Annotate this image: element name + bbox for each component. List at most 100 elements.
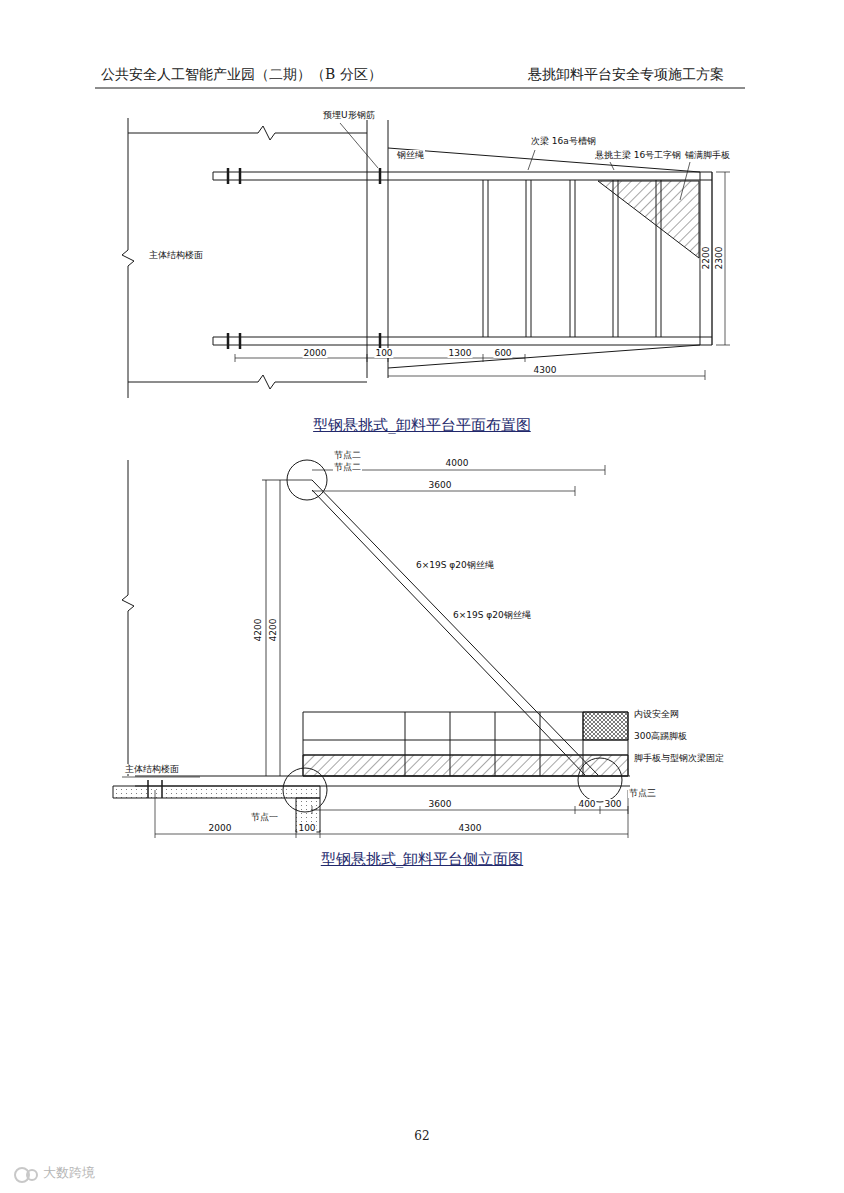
- safety-net: [583, 712, 628, 740]
- drawing-line: [155, 834, 628, 835]
- floor-slab: [113, 786, 320, 798]
- break-line: [122, 118, 134, 398]
- callout-label: 6×19S φ20钢丝绳: [452, 610, 532, 620]
- drawing-line: [618, 180, 619, 337]
- drawing-line: [610, 162, 614, 170]
- dimension: 2200: [701, 246, 711, 271]
- callout-label: 铺满脚手板: [684, 150, 731, 160]
- drawing-line: [213, 180, 712, 181]
- drawing-line: [340, 123, 378, 168]
- page-number: 62: [413, 1130, 430, 1144]
- callout-label: 主体结构楼面: [148, 250, 204, 260]
- dimension: 600: [493, 348, 512, 358]
- drawing-line: [312, 480, 598, 775]
- dimension: 4300: [533, 365, 558, 375]
- drawing-line: [483, 354, 484, 362]
- callout-label: 节点一: [250, 812, 279, 822]
- drawing-line: [235, 354, 236, 362]
- figure-caption: 型钢悬挑式_卸料平台平面布置图: [312, 417, 532, 434]
- node-circle: [283, 768, 327, 812]
- dimension: 100: [374, 348, 393, 358]
- drawing-line: [575, 806, 576, 814]
- callout-label: 悬挑主梁 16号工字钢: [594, 150, 682, 160]
- drawing-line: [712, 172, 713, 345]
- drawing-line: [312, 490, 585, 775]
- dimension: 2000: [303, 348, 328, 358]
- drawing-line: [570, 180, 571, 337]
- drawing-line: [213, 337, 712, 338]
- drawing-line: [227, 168, 230, 184]
- break-line: [128, 126, 367, 140]
- drawing-line: [712, 172, 713, 345]
- dimension: 3600: [428, 480, 453, 490]
- drawing-line: [379, 333, 382, 349]
- dimension: 100: [297, 823, 316, 833]
- drawing-line: [388, 376, 705, 377]
- drawing-line: [303, 740, 628, 741]
- dimension: 300: [603, 799, 622, 809]
- drawing-line: [716, 172, 730, 173]
- dimension: 2300: [714, 246, 724, 271]
- drawing-line: [95, 88, 745, 89]
- break-line: [122, 460, 134, 776]
- dimension: 400: [577, 799, 596, 809]
- watermark-logo: [27, 1170, 37, 1180]
- dimension: 1300: [448, 348, 473, 358]
- callout-label: 6×19S φ20钢丝绳: [415, 560, 495, 570]
- dimension: 4000: [445, 458, 470, 468]
- dimension: 3600: [428, 799, 453, 809]
- drawing-line: [122, 777, 200, 778]
- drawing-line: [367, 354, 368, 362]
- callout-label: 主体结构楼面: [124, 764, 180, 774]
- callout-label: 内设安全网: [633, 709, 680, 719]
- drawing-line: [483, 180, 484, 337]
- drawing-line: [575, 486, 576, 496]
- drawing-line: [227, 333, 230, 349]
- drawing-line: [600, 806, 601, 814]
- callout-label: 次梁 16a号槽钢: [530, 136, 597, 146]
- drawing-line: [488, 180, 489, 337]
- callout-label: 预埋U形钢筋: [322, 110, 376, 120]
- drawing-line: [239, 333, 242, 349]
- dimension: 4200: [253, 618, 263, 643]
- drawing-line: [312, 491, 575, 492]
- drawing-line: [280, 480, 281, 776]
- drawing-line: [266, 480, 267, 776]
- callout-label: 节点三: [628, 788, 657, 798]
- figure-caption: 型钢悬挑式_卸料平台侧立面图: [320, 851, 525, 868]
- callout-label: 钢丝绳: [396, 150, 425, 160]
- drawing-line: [388, 148, 700, 172]
- drawing-line: [613, 180, 614, 337]
- callout-label: 脚手板与型钢次梁固定: [633, 753, 725, 763]
- drawing-line: [531, 180, 532, 337]
- hatched-board: [598, 181, 699, 258]
- callout-label: 300高踢脚板: [633, 731, 688, 741]
- drawing-line: [528, 150, 535, 170]
- node-circle: [578, 758, 622, 802]
- callout-label: 节点二: [333, 462, 362, 472]
- drawing-line: [388, 120, 389, 378]
- drawing-line: [213, 172, 214, 180]
- header-text: 悬挑卸料平台安全专项施工方案: [527, 66, 725, 82]
- drawing-line: [213, 337, 214, 345]
- drawing-line: [575, 180, 576, 337]
- drawing-line: [705, 370, 706, 380]
- drawing-line: [312, 810, 628, 811]
- drawing-line: [213, 172, 712, 173]
- drawing-line: [525, 354, 526, 362]
- drawing-line: [716, 345, 730, 346]
- drawing-line: [239, 168, 242, 184]
- break-line: [128, 375, 367, 389]
- drawing-line: [379, 168, 382, 184]
- callout-label: 节点二: [333, 450, 362, 460]
- drawing-line: [526, 180, 527, 337]
- dimension: 2000: [208, 823, 233, 833]
- drawing-line: [213, 345, 712, 346]
- header-text: 公共安全人工智能产业园（二期）（B 分区）: [100, 66, 383, 82]
- drawing-line: [725, 172, 726, 345]
- drawing-line: [367, 120, 368, 378]
- drawing-line: [605, 465, 606, 475]
- railing-frame: [303, 712, 628, 776]
- watermark: 大数跨境: [42, 1166, 96, 1181]
